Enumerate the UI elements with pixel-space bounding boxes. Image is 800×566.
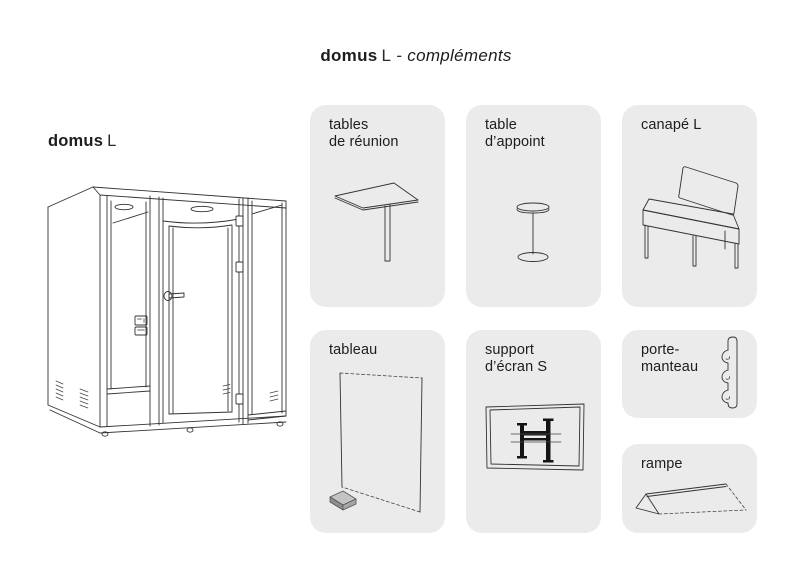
card-label-line2: d’appoint bbox=[485, 134, 545, 150]
card-label-line1: table bbox=[485, 117, 517, 133]
card-label-line2: manteau bbox=[641, 359, 699, 375]
screen-mount-icon bbox=[485, 403, 585, 471]
side-table-icon bbox=[516, 202, 550, 262]
card-label-line1: rampe bbox=[641, 456, 683, 472]
title-suffix: compléments bbox=[407, 46, 512, 65]
card-label: rampe bbox=[641, 456, 749, 473]
product-brand: domus bbox=[48, 132, 104, 150]
card-label-line1: tableau bbox=[329, 342, 378, 358]
card-label-line1: porte- bbox=[641, 342, 680, 358]
card-label: tableau bbox=[329, 342, 437, 359]
card-support-ecran-s[interactable]: support d’écran S bbox=[466, 330, 601, 533]
sofa-icon bbox=[642, 166, 740, 269]
card-label: table d’appoint bbox=[485, 117, 593, 151]
booth-line-drawing bbox=[47, 186, 287, 437]
card-label: porte- manteau bbox=[641, 342, 749, 376]
card-label: tables de réunion bbox=[329, 117, 437, 151]
card-porte-manteau[interactable]: porte- manteau bbox=[622, 330, 757, 418]
card-label-line2: de réunion bbox=[329, 134, 399, 150]
card-label: support d’écran S bbox=[485, 342, 593, 376]
card-rampe[interactable]: rampe bbox=[622, 444, 757, 533]
acoustic-booth-illustration bbox=[36, 174, 298, 488]
whiteboard-icon bbox=[329, 372, 423, 513]
card-label-line1: canapé L bbox=[641, 117, 702, 133]
title-brand: domus bbox=[320, 46, 378, 65]
title-separator: - bbox=[396, 46, 403, 65]
title-model: L bbox=[381, 46, 392, 65]
meeting-table-icon bbox=[334, 182, 419, 262]
card-tables-de-reunion[interactable]: tables de réunion bbox=[310, 105, 445, 307]
card-label-line2: d’écran S bbox=[485, 359, 548, 375]
card-label-line1: support bbox=[485, 342, 535, 358]
ramp-icon bbox=[635, 483, 747, 515]
product-model: L bbox=[107, 132, 117, 150]
card-table-appoint[interactable]: table d’appoint bbox=[466, 105, 601, 307]
card-canape-l[interactable]: canapé L bbox=[622, 105, 757, 307]
card-label: canapé L bbox=[641, 117, 749, 134]
card-tableau[interactable]: tableau bbox=[310, 330, 445, 533]
coat-hook-icon bbox=[721, 336, 738, 409]
card-label-line1: tables bbox=[329, 117, 369, 133]
